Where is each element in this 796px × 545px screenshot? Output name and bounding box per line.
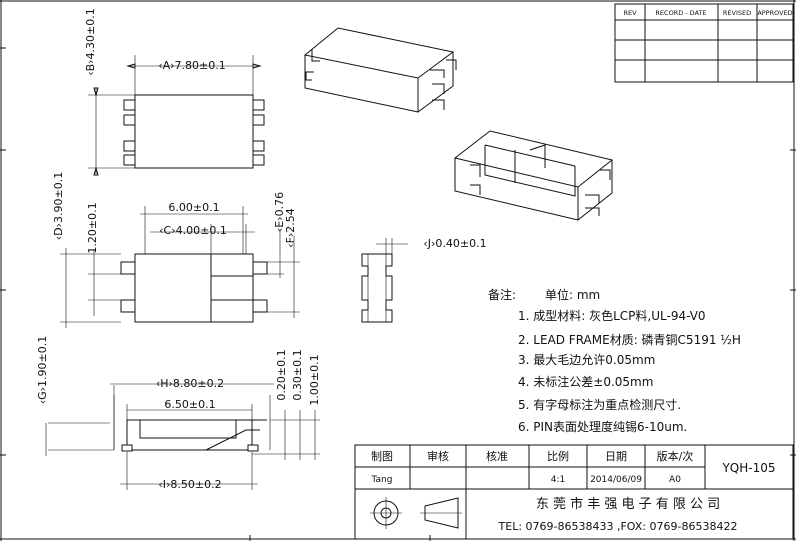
dim-E-label: ‹E›0.76 — [273, 192, 286, 232]
note-4: 4. 未标注公差±0.05mm — [518, 374, 653, 389]
tb-value-date: 2014/06/09 — [590, 475, 642, 485]
tb-header-scale: 比例 — [547, 449, 569, 463]
dim-B-label: ‹B›4.30±0.1 — [84, 8, 97, 76]
dim-C-width-label: 6.00±0.1 — [168, 201, 219, 214]
tb-header-date: 日期 — [605, 450, 627, 463]
notes-header: 备注: — [488, 287, 516, 302]
front-view: 6.00±0.1 ‹C›4.00±0.1 ‹D›3.90±0.1 1.20±0.… — [52, 172, 300, 328]
tb-value-scale: 4:1 — [551, 475, 565, 485]
rev-header: REV — [623, 9, 637, 17]
dim-H-r2-label: 0.30±0.1 — [291, 349, 304, 400]
isometric-view-open — [453, 130, 614, 221]
record-date-header: RECORD - DATE — [655, 9, 706, 17]
dim-G-label: ‹G›1.90±0.1 — [36, 336, 49, 405]
dim-H-label: ‹H›8.80±0.2 — [156, 377, 224, 390]
revised-header: REVISED — [723, 9, 751, 17]
tb-header-draw: 制图 — [371, 450, 393, 463]
dim-I-label: ‹I›8.50±0.2 — [158, 478, 221, 491]
company-name: 东 莞 市 丰 强 电 子 有 限 公 司 — [536, 496, 720, 512]
note-3: 3. 最大毛边允许0.05mm — [518, 352, 655, 367]
notes-unit: 单位: mm — [545, 287, 600, 302]
tb-header-check: 审核 — [427, 449, 449, 463]
top-view: ‹A›7.80±0.1 ‹B›4.30±0.1 — [84, 8, 265, 176]
dim-C-label: ‹C›4.00±0.1 — [159, 224, 227, 237]
bottom-view: ‹H›8.80±0.2 6.50±0.1 ‹G›1.90±0.1 0.20±0.… — [36, 336, 321, 491]
dim-H-r3-label: 1.00±0.1 — [308, 354, 321, 405]
part-number: YQH-105 — [721, 461, 775, 475]
side-view: ‹J›0.40±0.1 — [361, 237, 487, 323]
dim-D-label: ‹D›3.90±0.1 — [52, 172, 65, 240]
dim-J-label: ‹J›0.40±0.1 — [423, 237, 486, 250]
tb-header-approve: 核准 — [486, 449, 508, 463]
note-5: 5. 有字母标注为重点检测尺寸. — [518, 397, 681, 412]
tb-value-draw: Tang — [371, 475, 393, 485]
dim-A-label: ‹A›7.80±0.1 — [158, 59, 226, 72]
note-6: 6. PIN表面处理度纯锡6-10um. — [518, 419, 687, 434]
dim-D-inner-label: 1.20±0.1 — [86, 202, 99, 253]
note-2: 2. LEAD FRAME材质: 磷青铜C5191 ½H — [518, 332, 741, 347]
notes: 备注: 单位: mm 1. 成型材料: 灰色LCP料,UL-94-V0 2. L… — [488, 287, 741, 434]
tb-header-version: 版本/次 — [657, 449, 694, 463]
isometric-view-closed — [303, 27, 457, 113]
dim-H-inner-label: 6.50±0.1 — [164, 398, 215, 411]
note-1: 1. 成型材料: 灰色LCP料,UL-94-V0 — [518, 309, 706, 323]
company-contact: TEL: 0769-86538433 ,FOX: 0769-86538422 — [498, 520, 738, 533]
title-block: 制图 审核 核准 比例 日期 版本/次 Tang 4:1 2014/06/09 … — [354, 444, 794, 540]
dim-H-r1-label: 0.20±0.1 — [275, 349, 288, 400]
approved-header: APPROVED — [757, 9, 792, 17]
revision-table: REV RECORD - DATE REVISED APPROVED — [614, 3, 794, 83]
projection-symbol-icon — [370, 497, 462, 529]
dim-F-label: ‹F›2.54 — [284, 208, 297, 248]
tb-value-version: A0 — [669, 475, 681, 485]
